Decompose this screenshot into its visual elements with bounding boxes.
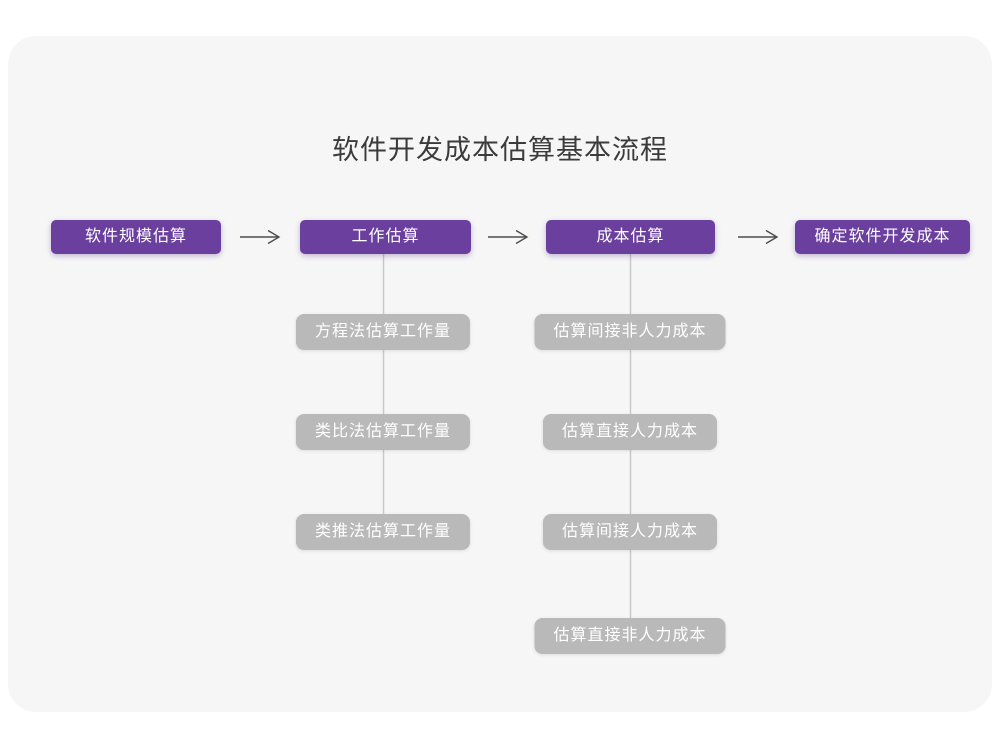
flow-node-direct-nonlabor-cost: 估算直接非人力成本	[534, 618, 726, 654]
arrow-right-icon	[738, 229, 779, 245]
arrow-right-icon	[488, 229, 529, 245]
flow-node-cost-estimation: 成本估算	[546, 220, 715, 254]
flow-node-equation-method: 方程法估算工作量	[295, 314, 471, 350]
diagram-canvas: 软件开发成本估算基本流程 软件规模估算 工作估算 成本估算 确定软件开发	[8, 36, 992, 712]
flow-node-analogy-method: 类比法估算工作量	[295, 414, 471, 450]
flow-node-work-estimation: 工作估算	[300, 220, 471, 254]
flow-node-indirect-labor-cost: 估算间接人力成本	[542, 514, 718, 550]
flow-node-direct-labor-cost: 估算直接人力成本	[542, 414, 718, 450]
arrow-right-icon	[240, 229, 281, 245]
flow-node-software-scale-estimation: 软件规模估算	[51, 220, 221, 254]
flow-node-indirect-nonlabor-cost: 估算间接非人力成本	[534, 314, 726, 350]
flow-node-determine-dev-cost: 确定软件开发成本	[795, 220, 970, 254]
flow-node-extrapolation-method: 类推法估算工作量	[295, 514, 471, 550]
diagram-title: 软件开发成本估算基本流程	[332, 135, 668, 165]
